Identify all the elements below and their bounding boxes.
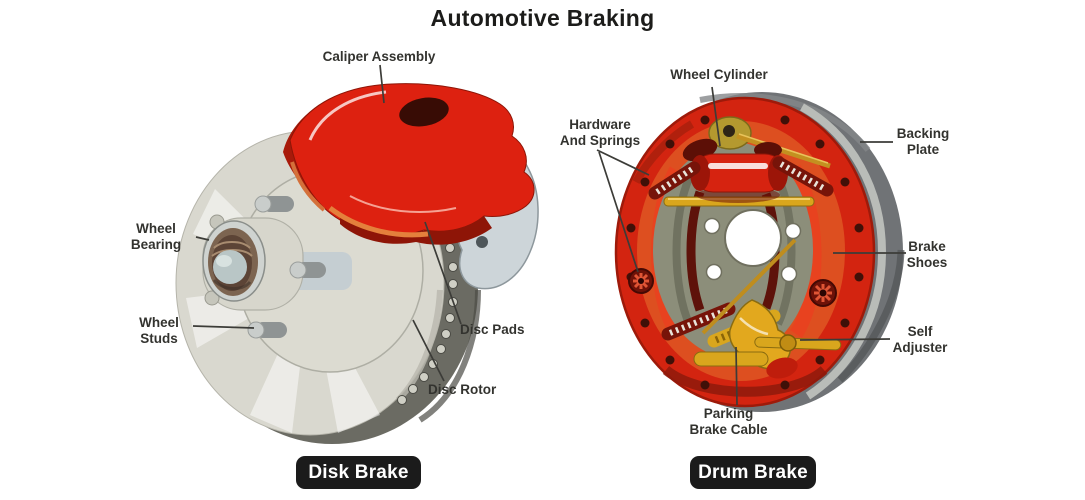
disk-brake-badge: Disk Brake: [296, 456, 421, 489]
wheel-studs-art: [247, 195, 326, 339]
label-self-adjuster: Self Adjuster: [892, 324, 948, 355]
disk-brake-illustration: [175, 83, 539, 444]
disc-pad-edge: [328, 206, 429, 238]
wheel-cylinder-leader: [711, 86, 721, 147]
hardware-springs-leader-1: [596, 149, 650, 176]
caliper-assembly-leader: [379, 64, 385, 104]
leader-lines: [192, 64, 906, 406]
disc-rotor-leader: [412, 319, 445, 382]
hub-opening: [703, 209, 802, 283]
drum-brake-badge: Drum Brake: [690, 456, 816, 489]
wheel-bearing-art: [202, 220, 266, 302]
drum-brake-illustration: [614, 92, 905, 412]
label-disc-rotor: Disc Rotor: [428, 382, 497, 397]
disc-pads-leader: [424, 221, 462, 325]
hub-hole: [204, 290, 220, 306]
wheel-bearing-leader: [195, 236, 210, 241]
parking-brake-cable-leader: [735, 346, 738, 406]
label-parking-brake-cable: Parking Brake Cable: [689, 406, 768, 437]
hold-down-pins-art: [628, 268, 837, 307]
label-wheel-cylinder: Wheel Cylinder: [670, 67, 768, 82]
upper-lever-highlight: [738, 133, 829, 164]
label-disc-pads: Disc Pads: [460, 322, 525, 337]
parking-cable-art: [701, 238, 797, 335]
label-hardware-and-springs: Hardware And Springs: [559, 117, 641, 148]
label-wheel-studs: Wheel Studs: [139, 315, 179, 346]
label-backing-plate: Backing Plate: [896, 126, 950, 157]
caliper-art: [283, 83, 535, 245]
diagram-title: Automotive Braking: [430, 5, 655, 31]
label-caliper-assembly: Caliper Assembly: [322, 49, 436, 64]
label-wheel-bearing: Wheel Bearing: [130, 221, 182, 252]
wheel-studs-leader: [192, 325, 255, 329]
self-adjuster-leader: [799, 338, 891, 341]
drum-drill-holes: [626, 115, 864, 390]
drum-lip: [800, 103, 887, 400]
hardware-springs-leader-2: [598, 151, 639, 273]
upper-lever-rod: [736, 133, 831, 169]
return-springs-art: [648, 156, 834, 341]
label-brake-shoes: Brake Shoes: [906, 239, 948, 270]
